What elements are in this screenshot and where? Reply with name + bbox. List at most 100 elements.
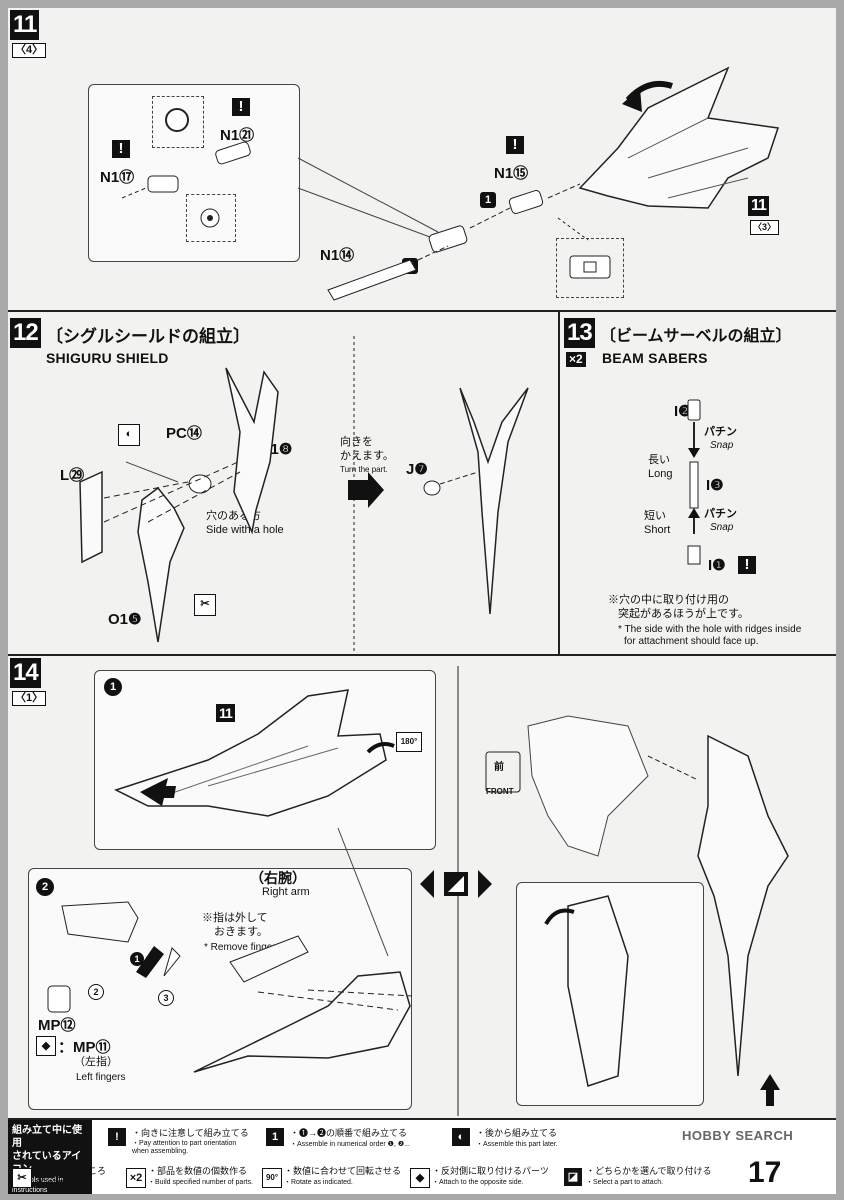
step-14-drawing <box>47 666 789 1116</box>
rotate-180-icon: 180° <box>396 732 422 752</box>
legend-en: ・Attach to the opposite side. <box>432 1179 524 1186</box>
orientation-note-en-1: * The side with the hole with ridges ins… <box>618 624 802 635</box>
step-title-jp: 〔シグルシールドの組立〕 <box>46 327 250 346</box>
step-number: 12 <box>10 318 41 348</box>
instruction-sheet: 11 〈4〉 ! ! ! N1㉑ N1⑰ N1⑮ N1⑭ 1 2 11 〈3〉 <box>8 8 836 1194</box>
part-label-l29: L㉙ <box>60 467 85 484</box>
legend-en: ・Pay attention to part orientation when … <box>132 1140 237 1155</box>
finger-note-en: * Remove finger. <box>204 942 278 953</box>
orientation-note-jp-1: ※穴の中に取り付け用の <box>608 594 729 606</box>
step-number: 13 <box>564 318 595 348</box>
snap-en: Snap <box>710 522 734 533</box>
order-number-1: 1 <box>480 192 496 208</box>
orientation-icon: ! <box>232 98 250 116</box>
opposite-side-icon: ◆ <box>410 1168 430 1188</box>
legend-en: ・Build specified number of parts. <box>148 1179 254 1186</box>
step-14-panel: 14 〈1〉 1 11 180° 2 （右腕） Right arm ※指は外して… <box>8 656 836 1118</box>
legend-jp: ・❶→❷の順番で組み立てる <box>290 1128 408 1138</box>
part-view-top <box>152 96 204 148</box>
turn-note-jp-1: 向きを <box>340 436 373 448</box>
detail-callout-box <box>88 84 300 262</box>
assemble-later-icon: ◐ <box>118 424 140 446</box>
orientation-icon: ! <box>738 556 756 574</box>
legend-jp: ・数値に合わせて回転させる <box>284 1166 402 1176</box>
step-title-en: BEAM SABERS <box>602 350 708 366</box>
finger-note-jp-2: おきます。 <box>214 926 268 938</box>
part-label-o15: O1❺ <box>108 611 142 628</box>
part-label-i3: I❸ <box>706 477 724 494</box>
turn-note-en: Turn the part. <box>340 465 388 474</box>
part-label-mp11: ：MP⑪ <box>58 1039 111 1056</box>
step-sub-number: 〈4〉 <box>12 43 47 58</box>
sub-step-number-1: 1 <box>104 678 122 696</box>
finger-note-jp-1: ※指は外して <box>202 912 268 924</box>
right-arm-jp: （右腕） <box>250 870 306 886</box>
legend-heading-jp-1: 組み立て中に使用 <box>12 1125 82 1149</box>
legend-jp: ・切り取るところ <box>34 1166 107 1176</box>
long-jp: 長い <box>648 454 670 466</box>
orientation-icon: ! <box>108 1128 126 1146</box>
part-label-pc14: PC⑭ <box>166 425 202 442</box>
front-jp: 前 <box>494 762 504 773</box>
assemble-later-icon: ◐ <box>452 1128 470 1146</box>
legend-en: ・Rotate as indicated. <box>284 1179 353 1186</box>
step-number: 14 <box>10 658 41 688</box>
snap-jp: パチン <box>704 426 737 438</box>
legend-jp: ・後から組み立てる <box>476 1128 558 1138</box>
legend-jp: ・向きに注意して組み立てる <box>132 1128 249 1138</box>
rotate-icon: 90° <box>262 1168 282 1188</box>
legend-heading-en: Symbols used in instructions <box>12 1177 64 1194</box>
symbols-legend: 組み立て中に使用 されているアイコン Symbols used in instr… <box>8 1118 836 1194</box>
legend-en: ・Assemble in numerical order ❶, ❷... <box>290 1141 410 1148</box>
reference-sub-number: 〈3〉 <box>750 220 780 235</box>
legend-en: ・Assemble this part later. <box>476 1141 558 1148</box>
part-label-i2: I❷ <box>674 403 692 420</box>
step-13-panel: 13 ×2 〔ビームサーベルの組立〕 BEAM SABERS I❷ I❸ I❶ … <box>560 312 836 656</box>
orientation-note-en-2: for attachment should face up. <box>624 636 759 647</box>
short-jp: 短い <box>644 510 666 522</box>
part-view-bottom <box>186 194 236 242</box>
order-icon: 1 <box>266 1128 284 1146</box>
step-12-panel: 12 〔シグルシールドの組立〕 SHIGURU SHIELD PC⑭ M1❽ L… <box>8 312 560 656</box>
left-fingers-en: Left fingers <box>76 1072 126 1083</box>
snap-en: Snap <box>710 440 734 451</box>
orientation-note-jp-2: 突起があるほうが上です。 <box>618 608 749 620</box>
legend-jp: ・どちらかを選んで取り付ける <box>586 1166 712 1176</box>
order-number-2: 2 <box>88 984 104 1000</box>
order-number-1: 1 <box>130 952 144 966</box>
select-part-icon: ✂ <box>194 594 216 616</box>
order-number-3: 3 <box>158 990 174 1006</box>
part-label-n1-14: N1⑭ <box>320 247 355 264</box>
legend-en: ・Cut here. <box>34 1179 70 1186</box>
part-label-n1-17: N1⑰ <box>100 169 135 186</box>
legend-en: ・Select a part to attach. <box>586 1179 664 1186</box>
hole-note-en: Side with a hole <box>206 524 284 536</box>
legend-jp: ・反対側に取り付けるパーツ <box>432 1166 549 1176</box>
left-fingers-jp: （左指） <box>74 1056 118 1068</box>
scissors-icon: ✂ <box>12 1168 32 1188</box>
reference-step-number: 11 <box>748 196 769 216</box>
multiplier-badge: ×2 <box>566 352 586 367</box>
part-label-j7: J❼ <box>406 461 428 478</box>
orientation-icon: ! <box>506 136 524 154</box>
watermark: HOBBY SEARCH <box>682 1128 794 1143</box>
multiplier-icon: ×2 <box>126 1168 146 1188</box>
step-sub-number: 〈1〉 <box>12 691 47 706</box>
snap-jp: パチン <box>704 508 737 520</box>
orientation-icon: ! <box>112 140 130 158</box>
right-arm-en: Right arm <box>262 886 310 898</box>
part-view-clip <box>556 238 624 298</box>
step-11-panel: 11 〈4〉 ! ! ! N1㉑ N1⑰ N1⑮ N1⑭ 1 2 11 〈3〉 <box>8 8 836 312</box>
select-part-icon: ◪ <box>564 1168 582 1186</box>
opposite-side-icon: ◆ <box>36 1036 56 1056</box>
short-en: Short <box>644 524 671 536</box>
step-title-jp: 〔ビームサーベルの組立〕 <box>600 328 792 345</box>
part-label-n1-15: N1⑮ <box>494 165 529 182</box>
step-number: 11 <box>10 10 40 40</box>
part-label-mp12: MP⑫ <box>38 1017 76 1034</box>
reference-step-number: 11 <box>216 704 235 722</box>
long-en: Long <box>648 468 673 480</box>
step-12-drawing <box>79 336 529 652</box>
part-label-i1: I❶ <box>708 557 726 574</box>
